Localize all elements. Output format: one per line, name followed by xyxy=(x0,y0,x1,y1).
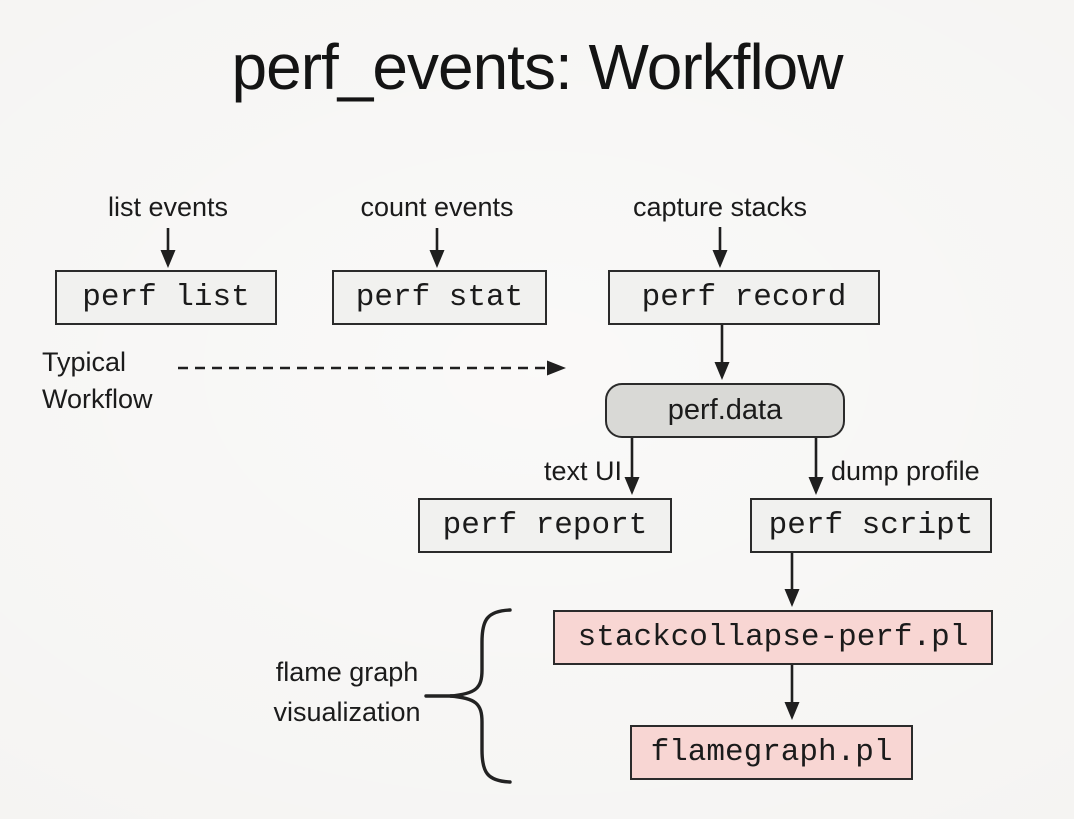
label-count-events: count events xyxy=(360,192,514,222)
node-perf-record: perf record xyxy=(608,270,880,325)
label-text-ui: text UI xyxy=(543,456,622,486)
arrow-count-events-to-perf-stat xyxy=(429,228,445,268)
node-perf-data: perf.data xyxy=(605,383,845,438)
arrow-perf-record-to-perf-data xyxy=(714,325,730,380)
node-perf-report: perf report xyxy=(418,498,672,553)
label-list-events: list events xyxy=(107,192,229,222)
label-flame-graph: flame graph xyxy=(275,657,419,687)
arrow-perf-data-to-perf-script xyxy=(808,438,824,495)
arrow-perf-script-to-stackcollapse xyxy=(784,553,800,607)
arrow-perf-data-to-perf-report xyxy=(624,438,640,495)
label-dump-profile: dump profile xyxy=(831,456,980,486)
arrow-stackcollapse-to-flamegraph xyxy=(784,665,800,720)
arrow-list-events-to-perf-list xyxy=(160,228,176,268)
node-flamegraph-pl: flamegraph.pl xyxy=(630,725,913,780)
dashed-arrow-typical-workflow xyxy=(178,360,566,376)
label-visualization: visualization xyxy=(273,697,421,727)
node-perf-script: perf script xyxy=(750,498,992,553)
arrow-capture-stacks-to-perf-record xyxy=(712,227,728,268)
label-workflow: Workflow xyxy=(42,384,153,414)
label-capture-stacks: capture stacks xyxy=(632,192,808,222)
brace-flame-graph xyxy=(424,608,512,784)
node-perf-stat: perf stat xyxy=(332,270,547,325)
node-perf-list: perf list xyxy=(55,270,277,325)
node-stackcollapse-perf-pl: stackcollapse-perf.pl xyxy=(553,610,993,665)
page-title: perf_events: Workflow xyxy=(231,31,844,103)
label-typical: Typical xyxy=(42,347,127,377)
